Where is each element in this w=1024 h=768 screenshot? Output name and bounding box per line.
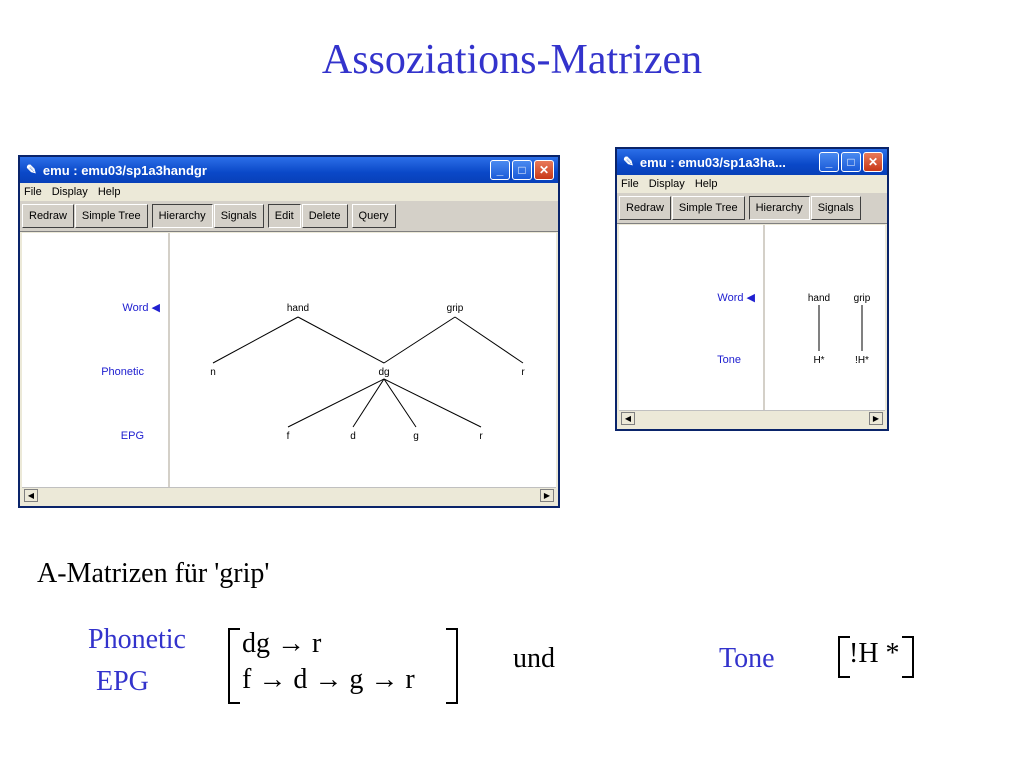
- simple-tree-button[interactable]: Simple Tree: [671, 196, 745, 220]
- delete-button[interactable]: Delete: [301, 204, 348, 228]
- node-phonetic-n[interactable]: n: [210, 367, 216, 378]
- menu-file[interactable]: File: [24, 186, 42, 198]
- label-epg: EPG: [96, 666, 149, 697]
- node-word-hand[interactable]: hand: [807, 293, 831, 304]
- level-label-word[interactable]: Word ◀: [717, 292, 755, 304]
- title-bar[interactable]: ✎ emu : emu03/sp1a3handgr _ □ ✕: [20, 157, 558, 183]
- window-title: emu : emu03/sp1a3handgr: [42, 162, 207, 178]
- close-button[interactable]: ✕: [534, 160, 554, 180]
- node-tone-h[interactable]: H*: [813, 355, 825, 366]
- toolbar: Redraw Simple Tree Hierarchy Signals: [617, 193, 887, 224]
- simple-tree-button[interactable]: Simple Tree: [74, 204, 148, 228]
- signals-button[interactable]: Signals: [213, 204, 264, 228]
- tree-edges: [212, 316, 524, 428]
- signals-button[interactable]: Signals: [810, 196, 861, 220]
- level-label-tone[interactable]: Tone: [717, 354, 741, 366]
- und-label: und: [513, 643, 555, 674]
- matrix-row-1: dg → r: [242, 628, 322, 659]
- feather-icon: ✎: [26, 162, 37, 177]
- level-panel: Word ◀ Tone: [619, 225, 765, 427]
- menu-bar: File Display Help: [20, 183, 558, 201]
- menu-help[interactable]: Help: [97, 186, 121, 198]
- feather-icon: ✎: [623, 154, 634, 169]
- tree-canvas[interactable]: hand grip H* !H*: [765, 225, 885, 427]
- level-label-phonetic[interactable]: Phonetic: [101, 366, 144, 378]
- hierarchy-button[interactable]: Hierarchy: [151, 204, 213, 228]
- tone-matrix-value: !H *: [849, 638, 900, 669]
- node-epg-f[interactable]: f: [286, 431, 290, 442]
- scroll-right-arrow-icon[interactable]: ▶: [540, 489, 554, 502]
- emu-window-main: ✎ emu : emu03/sp1a3handgr _ □ ✕ File Dis…: [18, 155, 560, 508]
- level-label-epg[interactable]: EPG: [120, 430, 144, 442]
- matrix-right-bracket: [446, 628, 458, 704]
- scroll-right-arrow-icon[interactable]: ▶: [869, 412, 883, 425]
- menu-display[interactable]: Display: [51, 186, 88, 198]
- node-epg-d[interactable]: d: [350, 431, 356, 442]
- maximize-button[interactable]: □: [841, 152, 861, 172]
- query-button[interactable]: Query: [351, 204, 396, 228]
- level-label-word[interactable]: Word ◀: [122, 302, 160, 314]
- node-phonetic-r[interactable]: r: [521, 367, 525, 378]
- redraw-button[interactable]: Redraw: [22, 204, 74, 228]
- horizontal-scrollbar[interactable]: ◀ ▶: [22, 487, 556, 504]
- node-word-hand[interactable]: hand: [286, 303, 310, 314]
- edit-button[interactable]: Edit: [267, 204, 301, 228]
- tree-edges: [818, 305, 863, 351]
- label-phonetic: Phonetic: [88, 624, 186, 655]
- redraw-button[interactable]: Redraw: [619, 196, 671, 220]
- level-panel: Word ◀ Phonetic EPG: [22, 233, 170, 504]
- tone-right-bracket: [902, 636, 914, 678]
- tone-left-bracket: [838, 636, 850, 678]
- maximize-button[interactable]: □: [512, 160, 532, 180]
- tree-canvas[interactable]: hand grip n dg r f d g r: [170, 233, 556, 504]
- hierarchy-view: Word ◀ Tone hand grip H* !H* ◀ ▶: [619, 225, 885, 427]
- scroll-left-arrow-icon[interactable]: ◀: [24, 489, 38, 502]
- node-epg-r[interactable]: r: [479, 431, 483, 442]
- node-epg-g[interactable]: g: [413, 431, 419, 442]
- menu-display[interactable]: Display: [648, 178, 685, 190]
- menu-help[interactable]: Help: [694, 178, 718, 190]
- node-word-grip[interactable]: grip: [446, 303, 464, 314]
- close-button[interactable]: ✕: [863, 152, 883, 172]
- window-title: emu : emu03/sp1a3ha...: [639, 154, 786, 170]
- minimize-button[interactable]: _: [819, 152, 839, 172]
- menu-bar: File Display Help: [617, 175, 887, 193]
- slide-title: Assoziations-Matrizen: [321, 37, 703, 83]
- a-matrices-heading: A-Matrizen für 'grip': [37, 558, 270, 589]
- node-word-grip[interactable]: grip: [853, 293, 871, 304]
- emu-window-small: ✎ emu : emu03/sp1a3ha... _ □ ✕ File Disp…: [615, 147, 889, 431]
- title-bar[interactable]: ✎ emu : emu03/sp1a3ha... _ □ ✕: [617, 149, 887, 175]
- hierarchy-button[interactable]: Hierarchy: [748, 196, 810, 220]
- matrix-row-2: f → d → g → r: [242, 664, 415, 695]
- matrix-left-bracket: [228, 628, 240, 704]
- hierarchy-view: Word ◀ Phonetic EPG hand grip n dg: [22, 233, 556, 504]
- node-phonetic-dg[interactable]: dg: [378, 367, 390, 378]
- minimize-button[interactable]: _: [490, 160, 510, 180]
- toolbar: Redraw Simple Tree Hierarchy Signals Edi…: [20, 201, 558, 232]
- horizontal-scrollbar[interactable]: ◀ ▶: [619, 410, 885, 427]
- scroll-left-arrow-icon[interactable]: ◀: [621, 412, 635, 425]
- menu-file[interactable]: File: [621, 178, 639, 190]
- node-tone-downstep-h[interactable]: !H*: [855, 355, 869, 366]
- label-tone: Tone: [719, 643, 775, 674]
